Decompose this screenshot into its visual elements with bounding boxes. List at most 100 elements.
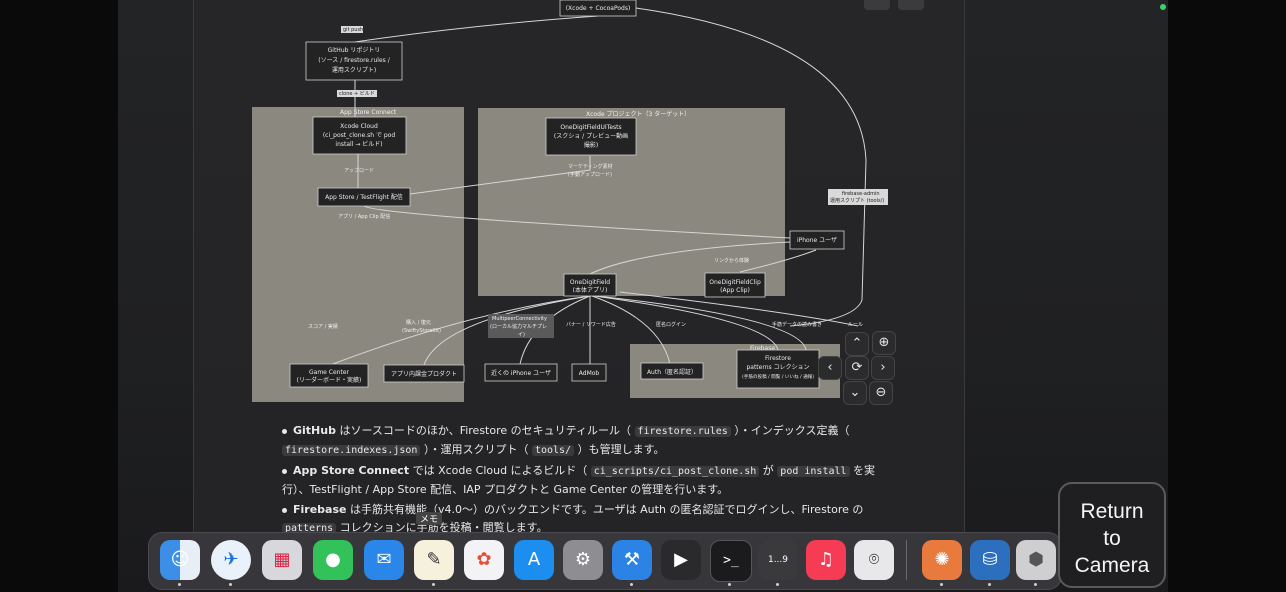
screenshot-icon[interactable]: ⌾ — [854, 540, 894, 580]
edge-label: 匿名ログイン — [656, 321, 686, 328]
node-label: (ソース / firestore.rules / — [318, 57, 390, 64]
edge-label: マーケティング素材 — [568, 163, 613, 170]
node-nearby — [484, 363, 558, 382]
pan-right-button[interactable]: › — [871, 356, 895, 380]
utility-app-icon[interactable]: ⬢ — [1016, 540, 1056, 580]
node-iap — [383, 364, 465, 383]
diagram-edges — [329, 7, 867, 366]
toolbar-button[interactable] — [864, 0, 890, 10]
node-label: AdMob — [579, 370, 600, 377]
app-store-icon[interactable]: A — [514, 540, 554, 580]
edge-label: 運用スクリプト (tools/) — [830, 198, 884, 204]
pan-down-button[interactable]: ⌄ — [843, 381, 867, 405]
node-label: Game Center — [309, 369, 349, 376]
storage-app-icon[interactable]: ⛁ — [970, 540, 1010, 580]
edge-label: スコア / 実績 — [308, 323, 338, 330]
node-main-app — [563, 273, 617, 297]
edge-label: アップロード — [344, 168, 374, 174]
edge-label: (SwiftyStoreKit) — [402, 328, 441, 334]
messages-icon[interactable]: ● — [313, 540, 353, 580]
final-cut-icon[interactable]: ▶ — [661, 540, 701, 580]
region-title: Xcode プロジェクト（3 ターゲット） — [586, 110, 690, 118]
node-label: OneDigitFieldUITests — [560, 124, 621, 131]
description-list: GitHub はソースコードのほか、Firestore のセキュリティルール（ … — [282, 422, 882, 540]
system-settings-icon[interactable]: ⚙ — [563, 540, 603, 580]
running-indicator — [229, 583, 232, 586]
bullet-dot — [282, 507, 287, 513]
bullet-firebase: Firebase は手筋共有機能（v4.0〜）のバックエンドです。ユーザは Au… — [282, 501, 882, 538]
running-indicator — [432, 583, 435, 586]
node-label: GitHub リポジトリ — [328, 46, 381, 54]
pan-left-button[interactable]: ‹ — [818, 356, 842, 380]
pan-up-button[interactable]: ⌃ — [845, 332, 869, 356]
node-label: Firestore — [765, 355, 791, 362]
edge-label: イ) — [518, 332, 525, 338]
bullet-github: GitHub はソースコードのほか、Firestore のセキュリティルール（ … — [282, 422, 882, 460]
node-label: (ci_post_clone.sh で pod — [323, 132, 396, 139]
notes-icon[interactable]: ✎ — [414, 540, 454, 580]
launchpad-icon[interactable]: ▦ — [262, 540, 302, 580]
xcode-icon[interactable]: ⚒ — [612, 540, 652, 580]
node-label: Auth（匿名認証） — [647, 368, 697, 376]
node-xcode — [559, 0, 637, 17]
edge-label: 手筋データの読み書き — [772, 321, 822, 328]
finder-icon[interactable]: ☺ — [160, 540, 200, 580]
node-label: (手筋の投稿 / 閲覧 / いいね / 通報) — [742, 373, 814, 380]
node-xcode-cloud — [312, 116, 407, 155]
node-label: 近くの iPhone ユーザ — [491, 369, 551, 377]
architecture-diagram: App Store Connect Xcode プロジェクト（3 ターゲット） … — [252, 0, 888, 402]
edge-label: (手動アップロード) — [568, 171, 612, 178]
node-label: iPhone ユーザ — [797, 237, 837, 244]
node-label: Xcode Cloud — [340, 123, 378, 130]
terminal-icon[interactable]: >_ — [710, 540, 752, 582]
claude-icon[interactable]: ✺ — [922, 540, 962, 580]
mail-icon[interactable]: ✉ — [364, 540, 404, 580]
node-label: patterns コレクション — [746, 364, 809, 371]
node-app-clip — [704, 272, 766, 298]
number-app-icon[interactable]: 1...9 — [758, 540, 798, 580]
node-label: OneDigitField — [570, 279, 610, 286]
camera-frame-left — [0, 0, 118, 592]
node-label: (Xcode + CocoaPods) — [566, 5, 631, 12]
return-to-camera-button[interactable]: Return to Camera — [1058, 482, 1166, 588]
camera-indicator — [1160, 4, 1166, 10]
toolbar-button[interactable] — [898, 0, 924, 10]
node-label: install → ビルド) — [335, 140, 382, 148]
running-indicator — [178, 583, 181, 586]
edge-label: clone + ビルド — [339, 90, 375, 97]
running-indicator — [728, 583, 731, 586]
camera-frame-right — [1168, 0, 1286, 592]
node-label: (スクショ / プレビュー動画 — [554, 132, 628, 140]
edge-label: (ローカル協力マルチプレ — [490, 323, 547, 330]
node-testflight — [317, 187, 411, 207]
region-title: Firebase — [750, 345, 775, 352]
node-label: 撮影) — [584, 141, 598, 149]
node-label: アプリ内課金プロダクト — [391, 370, 457, 378]
edge-label: ルール — [848, 322, 863, 328]
running-indicator — [630, 583, 633, 586]
dock-tooltip: メモ — [416, 512, 443, 525]
node-label: 運用スクリプト) — [332, 67, 376, 74]
node-admob — [571, 363, 607, 382]
edge-label: アプリ / App Clip 配信 — [338, 213, 390, 220]
zoom-out-icon[interactable]: ⊖ — [869, 381, 893, 405]
running-indicator — [1034, 583, 1037, 586]
node-label: App Store / TestFlight 配信 — [325, 193, 403, 201]
zoom-in-icon[interactable]: ⊕ — [872, 331, 896, 355]
bullet-dot — [282, 468, 287, 474]
node-label: OneDigitFieldClip — [709, 279, 761, 286]
bullet-dot — [282, 428, 287, 434]
node-game-center — [289, 363, 369, 388]
music-icon[interactable]: ♫ — [806, 540, 846, 580]
node-iphone-user — [789, 230, 845, 250]
photos-icon[interactable]: ✿ — [464, 540, 504, 580]
reset-view-icon[interactable]: ⟳ — [845, 356, 869, 380]
running-indicator — [776, 583, 779, 586]
node-label: (リーダーボード・実績) — [297, 376, 362, 384]
running-indicator — [988, 583, 991, 586]
edge-label: バナー / リワード広告 — [566, 321, 616, 328]
node-auth — [640, 362, 704, 380]
edge-label: firebase-admin — [842, 191, 880, 197]
safari-icon[interactable]: ✈ — [211, 540, 251, 580]
region-title: App Store Connect — [340, 109, 397, 116]
